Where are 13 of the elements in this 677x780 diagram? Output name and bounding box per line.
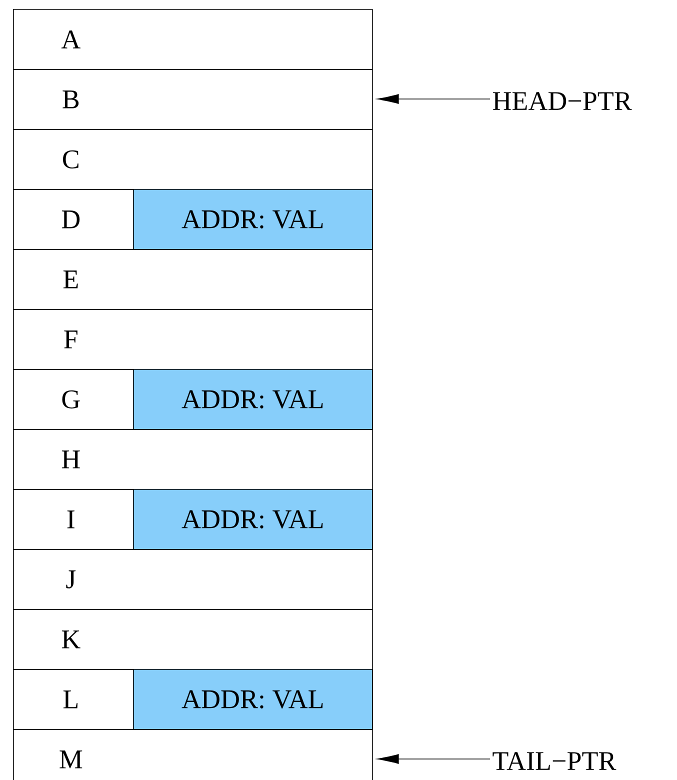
table-row: B — [13, 69, 373, 130]
value-cell: ADDR: VAL — [133, 189, 373, 250]
table-row: E — [13, 249, 373, 310]
pointer-label: TAIL−PTR — [492, 752, 616, 770]
value-cell: ADDR: VAL — [133, 489, 373, 550]
value-cell: ADDR: VAL — [133, 669, 373, 730]
arrow — [377, 754, 490, 764]
pointer-label: HEAD−PTR — [492, 92, 632, 110]
arrow — [377, 94, 490, 104]
table-row: A — [13, 9, 373, 70]
value-cell: ADDR: VAL — [133, 369, 373, 430]
table-row: J — [13, 549, 373, 610]
table-row: M — [13, 729, 373, 780]
